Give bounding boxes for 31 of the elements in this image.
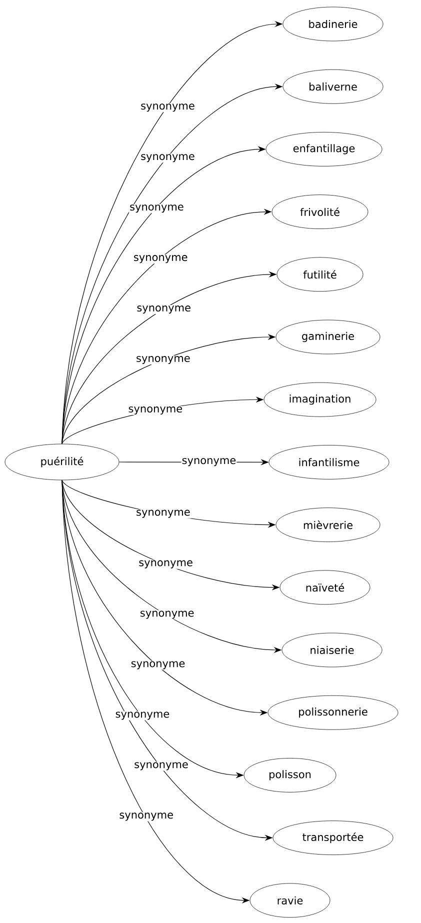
ellipse-node: futilité bbox=[276, 257, 364, 292]
ellipse-node: gaminerie bbox=[276, 320, 380, 354]
ellipse-node: transportée bbox=[272, 820, 394, 855]
edge-label: synonyme bbox=[128, 406, 184, 416]
edge-label: synonyme bbox=[132, 254, 188, 264]
ellipse-node: imagination bbox=[264, 382, 376, 417]
edge-label: synonyme bbox=[136, 305, 192, 314]
edge-label: synonyme bbox=[136, 356, 191, 365]
ellipse-node: ravie bbox=[250, 883, 330, 918]
ellipse-node: polissonnerie bbox=[268, 695, 398, 730]
edge-label: synonyme bbox=[118, 812, 174, 822]
edge-label: synonyme bbox=[129, 204, 184, 214]
edge-label: synonyme bbox=[139, 610, 195, 620]
ellipse-node: frivolité bbox=[272, 194, 368, 229]
edge-label: synonyme bbox=[114, 711, 170, 720]
edge-label: synonyme bbox=[140, 103, 196, 112]
ellipse-node: polisson bbox=[244, 758, 336, 792]
edge-label: synonyme bbox=[181, 458, 237, 467]
edge-label: synonyme bbox=[130, 660, 186, 670]
ellipse-node: naïveté bbox=[280, 570, 370, 605]
ellipse-node: enfantillage bbox=[266, 132, 382, 166]
edge-label: synonyme bbox=[134, 762, 189, 771]
ellipse-node: puérilité bbox=[4, 444, 120, 480]
ellipse-node: baliverne bbox=[282, 69, 384, 104]
edge-label: synonyme bbox=[138, 560, 194, 569]
ellipse-node: infantilisme bbox=[268, 445, 390, 480]
ellipse-node: badinerie bbox=[282, 6, 384, 42]
ellipse-node: niaiserie bbox=[282, 632, 382, 668]
ellipse-node: mièvrerie bbox=[276, 508, 380, 542]
edge-label: synonyme bbox=[140, 154, 196, 163]
edge-label: synonyme bbox=[136, 509, 191, 518]
